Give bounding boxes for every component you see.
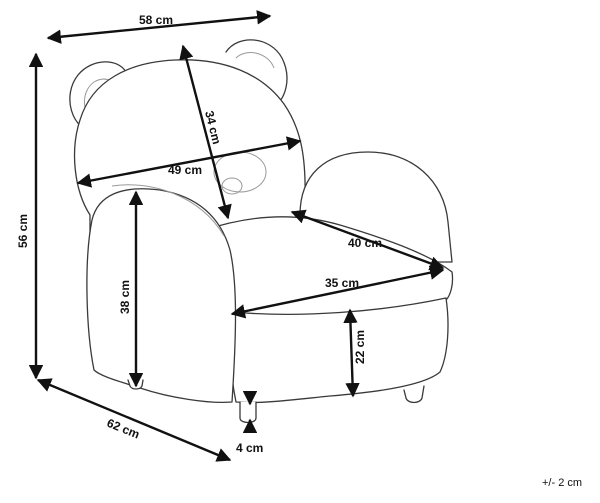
label-seat-width: 35 cm bbox=[325, 276, 359, 290]
dim-line-depth bbox=[36, 378, 232, 462]
tolerance-note: +/- 2 cm bbox=[542, 477, 582, 489]
dim-line-seat-width bbox=[230, 265, 445, 319]
dimension-lines: 58 cm 56 cm 34 cm 49 cm 40 cm 38 cm 35 c… bbox=[16, 10, 445, 462]
right-ear-inner bbox=[235, 52, 275, 69]
label-inner-width: 49 cm bbox=[168, 163, 202, 177]
front-base bbox=[229, 297, 449, 404]
armchair-drawing bbox=[69, 39, 454, 424]
dim-line-seat-depth bbox=[290, 209, 445, 271]
label-arm-height: 38 cm bbox=[118, 280, 132, 314]
dim-line-seat-height bbox=[343, 308, 360, 398]
label-height: 56 cm bbox=[16, 214, 30, 248]
dim-line-back-height bbox=[179, 44, 232, 220]
dim-line-top-width bbox=[46, 10, 272, 44]
front-foot bbox=[239, 401, 257, 424]
label-top-width: 58 cm bbox=[139, 13, 173, 27]
back-right-foot bbox=[403, 385, 425, 404]
label-leg-height: 4 cm bbox=[236, 441, 263, 455]
label-seat-height: 22 cm bbox=[353, 330, 367, 364]
label-seat-depth: 40 cm bbox=[348, 236, 382, 250]
dim-line-inner-width bbox=[76, 136, 302, 188]
